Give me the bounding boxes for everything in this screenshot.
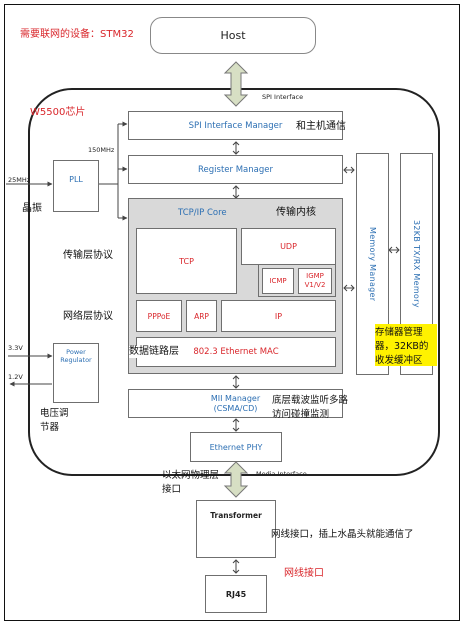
host-comm-note: 和主机通信 (296, 121, 346, 132)
voltage-regulator-text: 电压调节器 (40, 408, 69, 433)
icmp-label: ICMP (269, 277, 287, 285)
cable-port-note: 网线接口 (284, 568, 324, 579)
crystal-note: 晶振 (22, 203, 42, 214)
ethernet-phy-block: Ethernet PHY (190, 432, 282, 462)
memory-manager-label: Memory Manager (368, 226, 377, 302)
memory-note-text: 存储器管理器，32KB的收发缓冲区 (375, 327, 429, 366)
media-interface-label: Media Interface (256, 470, 307, 478)
phy-note: 以太网物理层接口 (162, 467, 226, 495)
arp-block: ARP (186, 300, 217, 332)
udp-block: UDP (241, 228, 336, 265)
memory-32kb-label: 32KB TX/RX Memory (412, 220, 421, 308)
cable-note: 网线接口，插上水晶头就能通信了 (271, 526, 421, 541)
ip-label: IP (274, 311, 283, 321)
mii-label-2: (CSMA/CD) (213, 403, 258, 413)
cable-note-text: 网线接口，插上水晶头就能通信了 (271, 529, 414, 540)
spi-manager-label: SPI Interface Manager (188, 120, 283, 131)
tcp-block: TCP (136, 228, 237, 294)
transformer-label: Transformer (210, 511, 262, 520)
udp-label: UDP (280, 242, 297, 251)
tcpip-core-label: TCP/IP Core (178, 208, 227, 218)
v33-label: 3.3V (8, 344, 23, 352)
spi-interface-label: SPI Interface (262, 93, 304, 101)
ip-block: IP (221, 300, 336, 332)
power-regulator-block: Power Regulator (53, 343, 99, 403)
pppoe-block: PPPoE (136, 300, 182, 332)
voltage-regulator-note: 电压调节器 (40, 405, 72, 433)
freq-150-label: 150MHz (88, 146, 115, 154)
spi-interface-manager: SPI Interface Manager (128, 111, 343, 140)
host-block: Host (150, 17, 316, 54)
transformer-block: Transformer (196, 500, 276, 558)
phy-note-text: 以太网物理层接口 (162, 470, 220, 495)
device-note: 需要联网的设备：STM32 (20, 29, 134, 40)
rj45-block: RJ45 (205, 575, 267, 613)
igmp-label: IGMP V1/V2 (304, 272, 326, 289)
mii-manager-block: MII Manager (CSMA/CD) (128, 389, 343, 418)
pppoe-label: PPPoE (147, 311, 171, 321)
arp-label: ARP (194, 311, 209, 321)
pll-block: PLL (53, 160, 99, 212)
igmp-block: IGMP V1/V2 (298, 268, 332, 294)
outer-frame (4, 4, 460, 621)
tcp-label: TCP (179, 256, 194, 266)
chip-name: W5500芯片 (30, 107, 86, 118)
icmp-block: ICMP (262, 268, 294, 294)
transport-layer-note: 传输层协议 (63, 250, 113, 261)
register-manager: Register Manager (128, 155, 343, 184)
mii-note-text: 底层载波监听多路访问碰撞监测 (272, 395, 349, 420)
datalink-layer-note: 数据链路层 (129, 346, 179, 358)
register-manager-label: Register Manager (198, 164, 273, 175)
v12-label: 1.2V (8, 373, 23, 381)
memory-note: 存储器管理器，32KB的收发缓冲区 (375, 324, 437, 366)
pll-label: PLL (69, 175, 83, 184)
freq-25-label: 25MHz (8, 176, 31, 184)
transport-core-note: 传输内核 (276, 207, 316, 218)
mii-note: 底层载波监听多路访问碰撞监测 (272, 392, 356, 420)
host-label: Host (220, 29, 246, 42)
power-regulator-label: Power Regulator (60, 348, 92, 364)
network-layer-note: 网络层协议 (63, 311, 113, 322)
rj45-label: RJ45 (225, 589, 247, 599)
ethernet-phy-label: Ethernet PHY (209, 442, 263, 452)
mii-label-1: MII Manager (210, 393, 261, 403)
ethernet-mac-label: 802.3 Ethernet MAC (193, 347, 279, 357)
